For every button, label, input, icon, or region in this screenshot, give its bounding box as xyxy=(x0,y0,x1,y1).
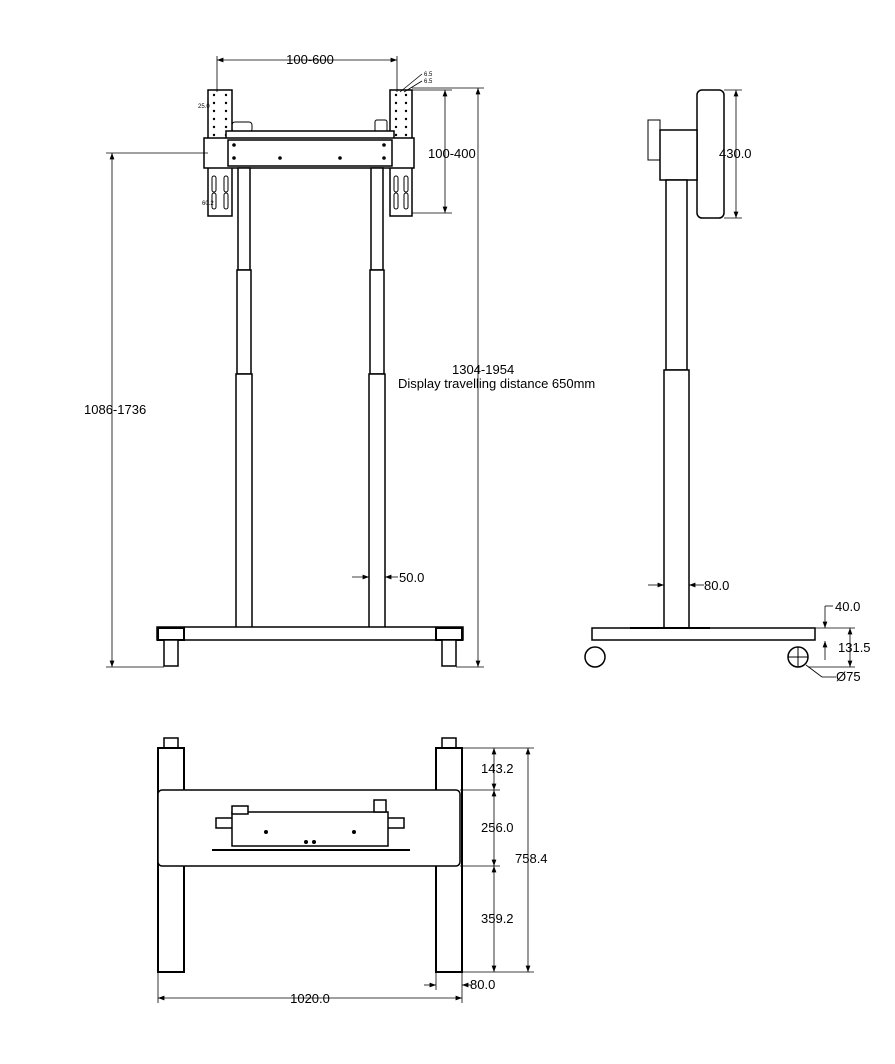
left-caster xyxy=(163,639,179,667)
right-column xyxy=(368,167,386,629)
dim-caster: Ø75 xyxy=(836,669,861,684)
mount-hole xyxy=(212,93,216,97)
dim-leg-width: 80.0 xyxy=(470,977,495,992)
mount-slot xyxy=(211,175,217,193)
mount-slot xyxy=(223,175,229,193)
top-caster-left xyxy=(163,737,179,749)
dim-overall-height: 1304-1954 xyxy=(452,362,514,377)
dim-total-depth: 758.4 xyxy=(515,851,548,866)
mount-hole xyxy=(394,133,398,137)
left-column xyxy=(235,167,253,629)
dim-vesa-width: 100-600 xyxy=(286,52,334,67)
side-mount xyxy=(659,129,698,181)
mount-slot xyxy=(223,192,229,210)
mount-slot xyxy=(393,175,399,193)
side-column-upper xyxy=(665,179,688,371)
dim-hole-b: 6.5 xyxy=(424,79,433,85)
side-base xyxy=(591,627,816,641)
dim-base-height: 131.5 xyxy=(838,640,871,655)
dim-crossbar: 256.0 xyxy=(481,820,514,835)
dim-base-thickness: 40.0 xyxy=(835,599,860,614)
dim-rear-leg: 359.2 xyxy=(481,911,514,926)
mount-hole xyxy=(212,133,216,137)
mount-hole xyxy=(212,125,216,129)
mount-hole xyxy=(212,117,216,121)
dim-hole-pitch: 25.0 xyxy=(198,104,210,110)
dim-front-leg: 143.2 xyxy=(481,761,514,776)
side-handle xyxy=(647,119,661,161)
mount-slot xyxy=(393,192,399,210)
travel-note: Display travelling distance 650mm xyxy=(398,376,595,391)
mount-hole xyxy=(212,109,216,113)
mount-hole xyxy=(212,101,216,105)
dim-total-width: 1020.0 xyxy=(290,991,330,1006)
mount-slot xyxy=(403,175,409,193)
mount-hole xyxy=(224,109,228,113)
mount-slot xyxy=(403,192,409,210)
mount-hole xyxy=(394,125,398,129)
mount-hole xyxy=(224,93,228,97)
mount-hole xyxy=(404,109,408,113)
mount-hole xyxy=(404,93,408,97)
side-column-lower xyxy=(663,369,690,629)
mount-hole xyxy=(404,125,408,129)
mount-hole xyxy=(224,125,228,129)
top-caster-right xyxy=(441,737,457,749)
mount-hole xyxy=(394,93,398,97)
mount-hole xyxy=(394,117,398,121)
mount-slot xyxy=(211,192,217,210)
mount-hole xyxy=(224,101,228,105)
mount-hole xyxy=(404,133,408,137)
dim-hole-a: 6.5 xyxy=(424,72,433,78)
base-bar xyxy=(156,626,464,641)
crossbar-front xyxy=(227,139,393,167)
right-caster xyxy=(441,639,457,667)
dim-side-column: 80.0 xyxy=(704,578,729,593)
dim-mount-height: 1086-1736 xyxy=(84,402,146,417)
side-caster-front xyxy=(584,646,606,668)
dim-slot: 60.2 xyxy=(202,201,214,207)
mount-hole xyxy=(394,109,398,113)
top-view: 143.2 256.0 359.2 758.4 1020.0 80.0 xyxy=(157,737,548,1006)
top-mount xyxy=(231,811,389,847)
mount-hole xyxy=(404,101,408,105)
motor-box xyxy=(374,119,388,133)
mount-hole xyxy=(224,117,228,121)
dim-column-width: 50.0 xyxy=(399,570,424,585)
side-view: 430.0 80.0 40.0 131.5 Ø75 xyxy=(584,89,871,684)
dim-vesa-height: 100-400 xyxy=(428,146,476,161)
mount-hole xyxy=(404,117,408,121)
dim-display-plate: 430.0 xyxy=(719,146,752,161)
front-view: 100-600 100-400 1086-1736 1304-1954 Disp… xyxy=(84,52,595,668)
mount-hole xyxy=(394,101,398,105)
